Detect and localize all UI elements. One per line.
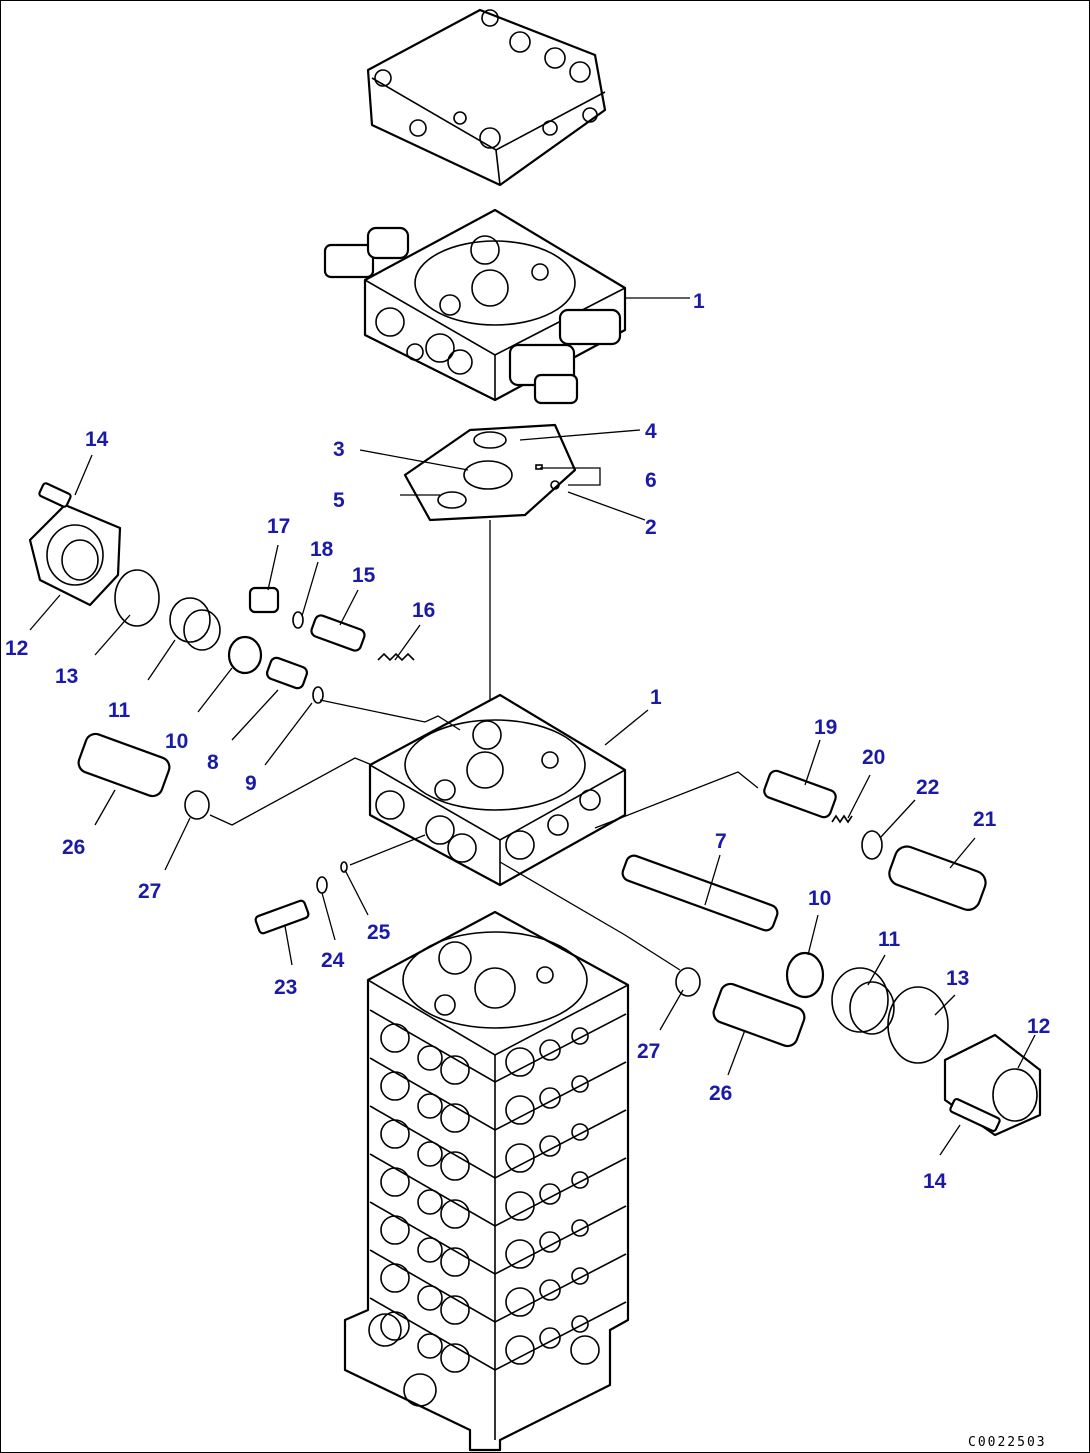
top-cover xyxy=(366,8,607,187)
port-hole xyxy=(440,1343,470,1373)
port-hole xyxy=(417,1237,443,1263)
callout-2: 2 xyxy=(645,516,657,539)
drawing-code: C0022503 xyxy=(968,1435,1047,1450)
stack-slice-line xyxy=(369,1249,627,1323)
port-hole xyxy=(380,1263,410,1293)
port-hole xyxy=(505,1335,535,1365)
callout-20: 20 xyxy=(862,746,885,769)
callout-12: 12 xyxy=(1027,1015,1050,1038)
stack-slice-line xyxy=(369,1009,627,1083)
callout-5: 5 xyxy=(333,489,345,512)
port-hole xyxy=(571,1123,589,1141)
port-hole xyxy=(571,1027,589,1045)
port-hole xyxy=(505,1047,535,1077)
port-hole xyxy=(417,1093,443,1119)
port-hole xyxy=(571,1075,589,1093)
port-hole xyxy=(571,1219,589,1237)
callout-1: 1 xyxy=(693,290,705,313)
callout-27: 27 xyxy=(637,1040,660,1063)
port-hole xyxy=(380,1023,410,1053)
port-hole xyxy=(440,1247,470,1277)
port-hole xyxy=(380,1119,410,1149)
callout-12: 12 xyxy=(5,637,28,660)
gasket-plate xyxy=(403,423,577,522)
callout-19: 19 xyxy=(814,716,837,739)
stack-slice-line xyxy=(369,1105,627,1179)
callout-labels: 1 4 3 6 5 2 14 17 18 15 16 12 13 11 10 8… xyxy=(5,290,1050,1193)
port-hole xyxy=(571,1315,589,1333)
stack-slice-line xyxy=(369,1297,627,1371)
port-hole xyxy=(380,1167,410,1197)
callout-7: 7 xyxy=(715,830,727,853)
callout-9: 9 xyxy=(245,772,257,795)
right-parts xyxy=(621,769,1042,1137)
callout-11: 11 xyxy=(108,699,131,722)
leader-lines xyxy=(29,297,1036,1156)
stack-slice-line xyxy=(369,1153,627,1227)
port-hole xyxy=(539,1231,561,1253)
callout-14: 14 xyxy=(923,1170,947,1193)
callout-24: 24 xyxy=(321,949,345,972)
port-hole xyxy=(539,1279,561,1301)
port-hole xyxy=(440,1295,470,1325)
port-hole xyxy=(417,1285,443,1311)
port-hole xyxy=(539,1183,561,1205)
port-hole xyxy=(440,1055,470,1085)
callout-1: 1 xyxy=(650,686,662,709)
callout-13: 13 xyxy=(55,665,78,688)
callout-22: 22 xyxy=(916,776,939,799)
callout-10: 10 xyxy=(165,730,188,753)
port-hole xyxy=(417,1045,443,1071)
callout-15: 15 xyxy=(352,564,376,587)
port-hole xyxy=(417,1333,443,1359)
valve-section-top xyxy=(323,208,627,405)
callout-18: 18 xyxy=(310,538,334,561)
port-hole xyxy=(417,1189,443,1215)
callout-16: 16 xyxy=(412,599,435,622)
callout-13: 13 xyxy=(946,967,969,990)
callout-6: 6 xyxy=(645,469,657,492)
valve-section-middle xyxy=(368,693,627,887)
port-hole xyxy=(417,1141,443,1167)
callout-11: 11 xyxy=(878,928,901,951)
callout-23: 23 xyxy=(274,976,297,999)
port-hole xyxy=(440,1151,470,1181)
port-hole xyxy=(505,1287,535,1317)
valve-stack-body xyxy=(343,910,630,1452)
port-hole xyxy=(571,1171,589,1189)
port-hole xyxy=(505,1143,535,1173)
callout-27: 27 xyxy=(138,880,161,903)
port-hole xyxy=(505,1095,535,1125)
callout-14: 14 xyxy=(85,428,109,451)
port-hole xyxy=(440,1103,470,1133)
callout-3: 3 xyxy=(333,438,345,461)
valve-stack-slices xyxy=(369,1009,627,1373)
callout-8: 8 xyxy=(207,751,219,774)
stack-slice-line xyxy=(369,1057,627,1131)
port-hole xyxy=(539,1135,561,1157)
port-hole xyxy=(380,1215,410,1245)
callout-10: 10 xyxy=(808,887,831,910)
callout-26: 26 xyxy=(709,1082,732,1105)
port-hole xyxy=(380,1071,410,1101)
left-parts xyxy=(28,482,415,935)
port-hole xyxy=(539,1039,561,1061)
port-hole xyxy=(505,1239,535,1269)
stack-slice-line xyxy=(369,1201,627,1275)
callout-17: 17 xyxy=(267,515,290,538)
callout-4: 4 xyxy=(645,420,657,443)
port-hole xyxy=(539,1327,561,1349)
port-hole xyxy=(571,1267,589,1285)
port-hole xyxy=(539,1087,561,1109)
callout-25: 25 xyxy=(367,921,391,944)
port-hole xyxy=(440,1199,470,1229)
port-hole xyxy=(505,1191,535,1221)
port-hole xyxy=(380,1311,410,1341)
callout-21: 21 xyxy=(973,808,997,831)
callout-26: 26 xyxy=(62,836,85,859)
